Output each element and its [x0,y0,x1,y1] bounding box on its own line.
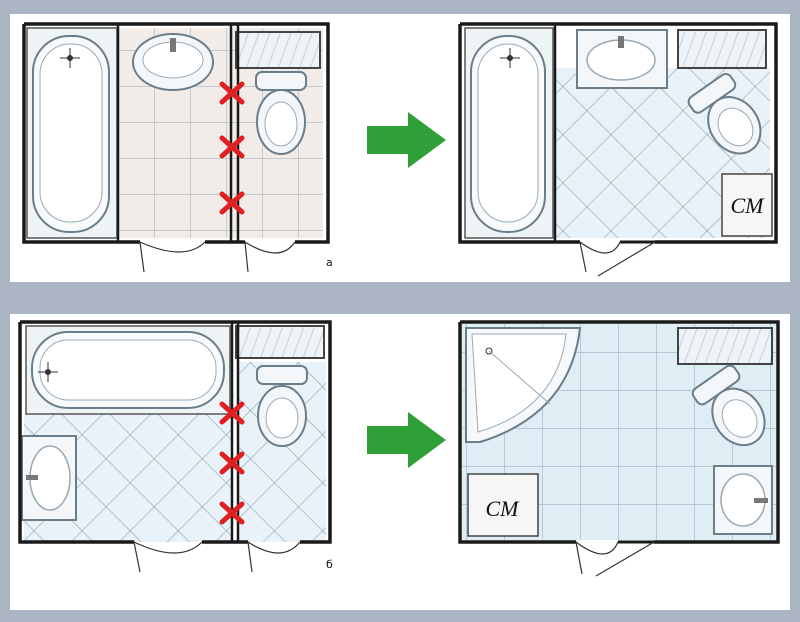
washing-machine-label: СМ [486,496,521,521]
remove-cross-icon [219,81,245,215]
door-icon [575,540,655,577]
panel-caption: а [326,256,333,269]
washing-machine-label: СМ [731,193,766,218]
sink-icon [713,465,773,535]
bathtub-icon [464,27,554,239]
panel-caption: б [326,558,333,571]
toilet-icon [687,72,762,155]
sink-icon [132,33,214,91]
plan-before-a [22,22,330,273]
arrow-right-icon [367,412,446,468]
plan-before-b [18,320,332,573]
washing-machine-icon: СМ [467,473,539,537]
diagram-panel-a: СМ а [10,14,790,282]
glass-cabinet [677,327,773,365]
toilet-icon [255,71,307,155]
washing-machine-icon: СМ [721,173,773,237]
glass-cabinet [677,29,767,69]
walls [458,320,780,544]
panel-a-drawing: СМ [22,22,778,277]
sink-icon [21,435,77,521]
walls [458,22,778,244]
door-icon [139,241,296,273]
toilet-icon [256,365,308,447]
walls [18,320,332,544]
bathtub-icon [26,27,118,239]
shower-icon [465,327,582,443]
plan-after-b: СМ [458,320,780,577]
plan-after-a: СМ [458,22,778,277]
glass-cabinet [235,325,325,359]
arrow-right-icon [367,112,446,168]
bathtub-icon [25,325,231,415]
toilet-icon [691,364,766,447]
door-icon [133,541,301,573]
remove-cross-icon [219,401,245,525]
glass-cabinet [235,31,321,69]
sink-icon [576,29,668,89]
door-icon [579,240,656,277]
panel-b-drawing: СМ [18,320,780,577]
diagram-panel-b: СМ б [10,314,790,610]
walls [22,22,330,244]
